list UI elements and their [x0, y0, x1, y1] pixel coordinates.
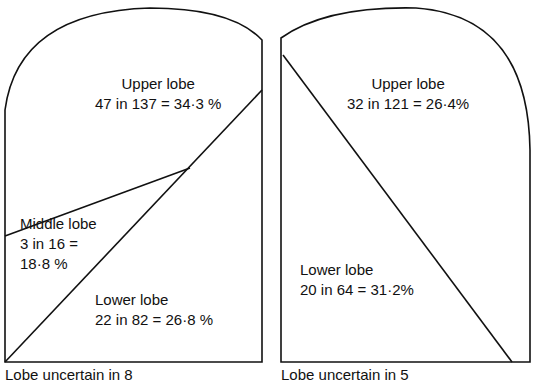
lobe-region: Lower lobe22 in 82 = 26·8 % — [95, 290, 213, 330]
lung-outline: Lobe uncertain in 5 Upper lobe32 in 121 =… — [276, 0, 539, 390]
fissure-line — [5, 90, 262, 362]
lobe-count: 3 in 16 = 18·8 % — [20, 234, 100, 274]
lobe-count: 32 in 121 = 26·4% — [347, 94, 469, 114]
lung-border — [5, 8, 262, 362]
lung-shape — [0, 0, 270, 390]
lobe-region: Middle lobe3 in 16 = 18·8 % — [20, 214, 100, 274]
lobe-region: Upper lobe32 in 121 = 26·4% — [347, 74, 469, 114]
lobe-name: Upper lobe — [347, 74, 469, 94]
lobe-count: 20 in 64 = 31·2% — [300, 280, 414, 300]
fissure-line — [5, 168, 190, 236]
lung-shape — [276, 0, 539, 390]
lobe-region: Lower lobe20 in 64 = 31·2% — [300, 260, 414, 300]
lobe-name: Middle lobe — [20, 214, 100, 234]
lobe-region: Upper lobe47 in 137 = 34·3 % — [95, 74, 221, 114]
lobe-name: Lower lobe — [300, 260, 414, 280]
lung-caption: Lobe uncertain in 8 — [5, 366, 133, 383]
lobe-count: 22 in 82 = 26·8 % — [95, 310, 213, 330]
lobe-name: Upper lobe — [95, 74, 221, 94]
lobe-name: Lower lobe — [95, 290, 213, 310]
lung-caption: Lobe uncertain in 5 — [281, 366, 409, 383]
lung-border — [281, 8, 530, 362]
lung-outline: Lobe uncertain in 8 Upper lobe47 in 137 =… — [0, 0, 270, 390]
fissure-line — [283, 55, 512, 362]
lobe-count: 47 in 137 = 34·3 % — [95, 94, 221, 114]
